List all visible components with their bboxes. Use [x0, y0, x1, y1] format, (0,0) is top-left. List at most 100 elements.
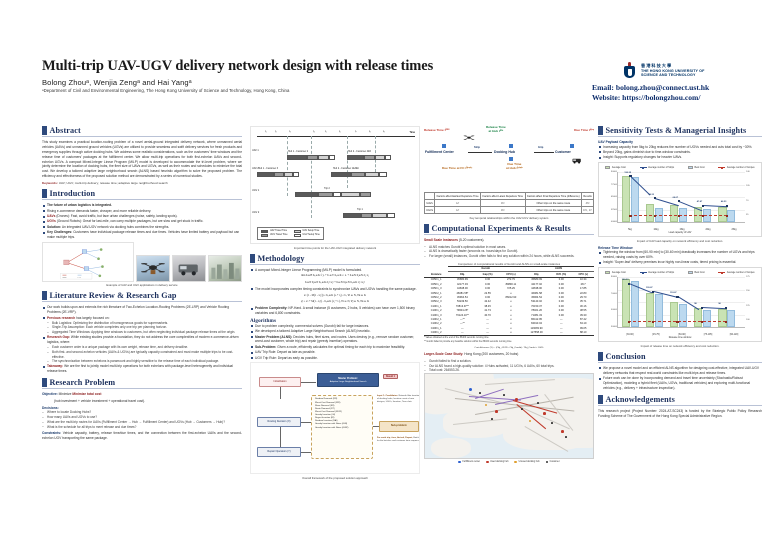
logo-english-line1: THE HONG KONG UNIVERSITY OF: [641, 68, 705, 73]
cell: 78401.26: [531, 309, 542, 313]
list-item: A compact Mixed-Integer Linear Programmi…: [250, 268, 420, 273]
list-item: The future of urban logistics is integra…: [42, 203, 242, 208]
legend-line-icon: [718, 166, 726, 170]
cell: UAVs: [423, 198, 436, 208]
data-point: [676, 295, 679, 298]
due-time-fc-label: Due Time at FC tⁱᵈᵘᵉᶠᶜ: [442, 166, 473, 170]
cell: 35.71: [579, 300, 587, 304]
alns-framework-flowchart: Initialization Master Problem: Adaptive …: [250, 362, 420, 475]
section-abstract-header: Abstract: [42, 126, 242, 137]
case-study-text: Hong Kong (200 customers, 20 hubs): [464, 352, 519, 357]
introduction-figures: [42, 241, 242, 282]
city-photo: [208, 254, 242, 282]
x-tick-label: [45-75]: [652, 333, 660, 336]
website-row: Website: https://bolongzhou.com/: [592, 93, 760, 103]
map-marker-customer: [503, 394, 505, 396]
website-value[interactable]: https://bolongzhou.com/: [622, 92, 701, 102]
legend-item: Best Cost: [688, 271, 705, 275]
hong-kong-case-study-map[interactable]: [424, 373, 594, 460]
chart1-caption: Impact of UAV load capacity on network e…: [636, 238, 724, 243]
cell: 86012.93: [505, 295, 517, 299]
section-acknowledgements-header: Acknowledgements: [598, 394, 762, 406]
group-header-gurobi: Gurobi: [448, 265, 524, 273]
mini-network-diagram: [42, 241, 135, 282]
cell: —: [486, 326, 489, 330]
map-marker-customer: [521, 408, 523, 410]
legend-label: UGV Travel Time: [270, 234, 288, 237]
ugv-photo: [172, 254, 207, 282]
section-title-research-problem: Research Problem: [49, 378, 116, 388]
x-tick-label: 25kg: [731, 228, 737, 231]
legend-item: Average number of Gropes: [718, 166, 755, 170]
point-label: 130.22: [624, 172, 632, 175]
temporal-relations-table: Factors affect Earliest Departure Time F…: [423, 192, 594, 215]
bar-avg-cost: [621, 279, 631, 328]
release-time-hub-label: Release Time at Hub tⁱᴿʰ: [486, 125, 506, 133]
table-note-1: * Values obtained at the end of the 8640…: [424, 337, 490, 340]
cell: 0.00: [558, 287, 564, 291]
gantt-trip-label: Hub 2 - Customer 4&5: [348, 151, 371, 153]
methodology-intro: A compact Mixed-Integer Linear Programmi…: [250, 268, 420, 273]
x-tick-label: [30-60]: [626, 333, 634, 336]
system-table-caption: Key temporal relationships within the UA…: [469, 215, 549, 220]
point-label: 96: [718, 303, 721, 306]
list-item: For larger (small) instances, Gurobi oft…: [424, 254, 594, 259]
complexity-note: Problem Complexity: NP-Hard. A small ins…: [250, 306, 420, 316]
gantt-trip-label: Trip 1: [357, 209, 363, 211]
chart1-xlabel: Load capacity of UAV: [668, 231, 692, 235]
list-item: Research Gap: While existing studies pro…: [42, 335, 242, 364]
list-item: Our ALNS found a high-quality solution: …: [424, 363, 594, 369]
cell: ∞: [509, 326, 512, 330]
gantt-caption: Important time points for the UAV-UGV in…: [293, 245, 377, 250]
flow-note-top: Input 1: Candidates: Network filter iter…: [377, 395, 419, 404]
legend-label: Average Cost: [611, 271, 626, 274]
chart1-grid: 90000 77500 65000 52500 40000 140 105 70…: [610, 171, 750, 224]
x-tick-label: 5kg: [628, 228, 632, 231]
payload-bullets: Increasing capacity from 5kg to 20kg red…: [598, 145, 762, 161]
release-window-label: Release Time Window: [598, 245, 633, 250]
operator-item: Route Removal (RT): [315, 407, 335, 410]
cell: 45964.54: [531, 295, 542, 299]
cell: tᵈᵘᵉ: [480, 206, 526, 215]
cell: C10K1_2: [430, 309, 442, 313]
small-scale-bullets: ALNS matches Gurobi's optimal solution i…: [424, 244, 594, 259]
data-point: [628, 282, 631, 285]
node-marker-icon: [509, 157, 513, 161]
cell: 0.00: [485, 282, 491, 286]
cell: 76124.10**: [455, 313, 469, 317]
x-tick-label: 10kg: [653, 228, 659, 231]
small-scale-sub: (5-20 customers).: [458, 237, 485, 242]
section-title-sensitivity: Sensitivity Tests & Managerial Insights: [605, 126, 747, 135]
abstract-body: This study examines a practical location…: [42, 140, 242, 179]
email-value[interactable]: bolong.zhou@connect.ust.hk: [615, 83, 710, 92]
point-label: 98: [694, 302, 697, 305]
logo-chinese-name: 香港科技大學: [641, 63, 673, 68]
bullet-text: While existing studies provide a foundat…: [47, 335, 239, 345]
cell: 28.7: [580, 282, 586, 286]
legend-item: UAV Setup Time: [293, 229, 320, 233]
objective-sub: (hub investment + vehicle investment + o…: [54, 399, 146, 404]
keywords-label: Keywords:: [42, 181, 58, 185]
cell: 63.19: [579, 322, 587, 326]
due-time-label: Due Time tⁱᵈᵘᵉ: [574, 128, 594, 132]
map-marker-fulfillment-center: [469, 388, 472, 392]
operator-item: Random Removal (RR): [315, 398, 338, 401]
table-row: C10K2_1—**—∞86412.95—87.42: [424, 317, 594, 321]
col-header: Obj.: [523, 271, 551, 278]
table-row: C20K1_1——∞116083.90—99.05: [424, 326, 594, 330]
table-header-row: Factors affect Earliest Departure Time F…: [423, 192, 594, 200]
cell: 127558.30: [523, 330, 551, 337]
poster-header: Multi-trip UAV-UGV delivery network desi…: [42, 58, 602, 93]
node-docking-hub: Docking Hub: [494, 150, 515, 154]
list-item: Total cost: 264553.26.: [424, 368, 594, 373]
bar-avg-cost: [645, 292, 655, 328]
list-item: Insight: Supports regulatory changes for…: [598, 155, 762, 160]
flow-master-subtitle: Adaptive Large Neighborhood Search: [329, 380, 367, 383]
constraints-label: Constraints:: [42, 431, 62, 436]
cell: tᵈᵉᵖ: [581, 198, 594, 208]
legend-label: UGV Setup Time: [302, 234, 320, 237]
cell: ∞: [509, 318, 512, 322]
data-point: [628, 320, 631, 323]
